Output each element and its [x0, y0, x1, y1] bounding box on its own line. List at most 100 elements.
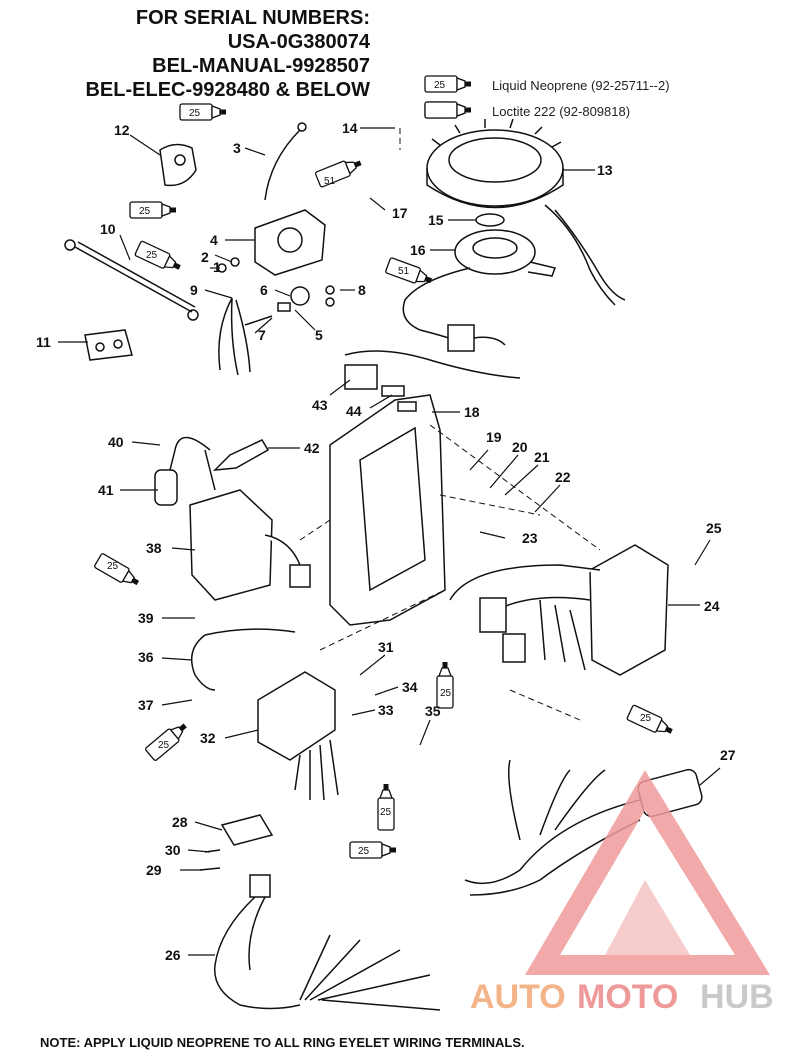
mounting-plate	[329, 394, 446, 626]
part-number-35: 35	[425, 703, 441, 719]
harness-26	[213, 874, 441, 1011]
svg-text:25: 25	[640, 713, 652, 724]
leader-lines	[58, 127, 721, 956]
part-number-10: 10	[100, 221, 116, 237]
ground-strap	[204, 628, 296, 636]
automotohub-watermark-logo: AUTO MOTO HUB	[470, 770, 774, 1016]
footnote: NOTE: APPLY LIQUID NEOPRENE TO ALL RING …	[40, 1035, 525, 1050]
legend-tube-25: 25	[424, 75, 472, 93]
svg-text:25: 25	[434, 80, 446, 91]
part-number-11: 11	[36, 334, 51, 350]
part-number-17: 17	[392, 205, 408, 221]
part-number-40: 40	[108, 434, 124, 450]
fuse-holder	[244, 285, 335, 326]
svg-text:25: 25	[139, 206, 151, 217]
legend-loctite-text: Loctite 222 (92-809818)	[492, 104, 631, 119]
part-number-2: 2	[201, 249, 209, 265]
part-number-13: 13	[597, 162, 613, 178]
svg-text:MOTO: MOTO	[577, 978, 678, 1016]
header-serial-line4: BEL-ELEC-9928480 & BELOW	[85, 79, 370, 101]
part-number-23: 23	[522, 530, 538, 546]
part-number-20: 20	[512, 439, 528, 455]
sealant-tube: 25	[133, 240, 184, 276]
part-number-38: 38	[146, 540, 162, 556]
svg-text:25: 25	[146, 250, 158, 261]
part-number-32: 32	[200, 730, 216, 746]
svg-text:25: 25	[440, 688, 452, 699]
battery-cable	[64, 239, 199, 321]
header-serial-line2: USA-0G380074	[227, 31, 370, 53]
part-number-18: 18	[464, 404, 480, 420]
svg-text:25: 25	[358, 846, 370, 857]
ground-strap	[190, 634, 216, 691]
rectifier	[257, 671, 339, 801]
svg-text:HUB: HUB	[700, 978, 774, 1016]
part-number-1: 1	[213, 259, 221, 275]
sealant-tube: 25	[144, 718, 192, 762]
part-number-24: 24	[704, 598, 720, 614]
mounting-clamp	[84, 329, 133, 361]
sealant-tube: 25	[179, 103, 227, 121]
part-number-26: 26	[165, 947, 181, 963]
part-number-30: 30	[165, 842, 181, 858]
sealant-tube: 25	[436, 661, 454, 709]
part-number-9: 9	[190, 282, 198, 298]
part-number-41: 41	[98, 482, 114, 498]
part-number-43: 43	[312, 397, 328, 413]
svg-text:51: 51	[398, 266, 410, 277]
sealant-tube: 25	[377, 783, 395, 831]
svg-text:25: 25	[380, 807, 392, 818]
sealant-tube	[424, 101, 472, 119]
part-number-36: 36	[138, 649, 154, 665]
bracket	[159, 143, 197, 187]
part-number-7: 7	[258, 327, 266, 343]
part-number-12: 12	[114, 122, 130, 138]
part-number-19: 19	[486, 429, 502, 445]
sealant-tube: 51	[384, 256, 435, 289]
svg-text:25: 25	[189, 108, 201, 119]
sealant-tube: 25	[93, 552, 143, 591]
o-ring	[475, 213, 505, 227]
sealant-tube: 25	[129, 201, 177, 219]
part-number-4: 4	[210, 232, 218, 248]
starter-solenoid	[217, 209, 326, 276]
svg-text:AUTO: AUTO	[470, 978, 566, 1016]
eyelet	[297, 122, 307, 132]
switch-box	[449, 544, 669, 676]
part-number-21: 21	[534, 449, 550, 465]
sealant-tube: 51	[314, 154, 365, 189]
part-number-25: 25	[706, 520, 722, 536]
part-number-28: 28	[172, 814, 188, 830]
sealant-tube: 25	[349, 841, 397, 859]
stator	[426, 118, 626, 306]
part-number-42: 42	[304, 440, 320, 456]
part-number-29: 29	[146, 862, 162, 878]
trigger	[402, 229, 557, 352]
part-number-5: 5	[315, 327, 323, 343]
header-serial-line1: FOR SERIAL NUMBERS:	[135, 7, 370, 29]
part-number-31: 31	[378, 639, 394, 655]
svg-text:25: 25	[107, 561, 119, 572]
svg-text:25: 25	[158, 740, 170, 751]
spark-plug	[212, 439, 270, 471]
sealant-tube: 25	[625, 704, 676, 740]
lead-wire	[264, 129, 301, 201]
part-number-16: 16	[410, 242, 426, 258]
part-number-14: 14	[342, 120, 358, 136]
terminal-block	[199, 814, 274, 871]
part-number-44: 44	[346, 403, 362, 419]
part-number-15: 15	[428, 212, 444, 228]
header-serial-line3: BEL-MANUAL-9928507	[152, 55, 370, 77]
part-number-27: 27	[720, 747, 736, 763]
part-number-33: 33	[378, 702, 394, 718]
ignition-coil	[154, 436, 311, 601]
harness-lead	[218, 297, 251, 376]
part-number-22: 22	[555, 469, 571, 485]
part-number-8: 8	[358, 282, 366, 298]
svg-text:51: 51	[324, 176, 336, 187]
part-number-39: 39	[138, 610, 154, 626]
part-number-37: 37	[138, 697, 154, 713]
legend-liquid-neoprene-text: Liquid Neoprene (92-25711--2)	[492, 78, 670, 93]
part-number-6: 6	[260, 282, 268, 298]
